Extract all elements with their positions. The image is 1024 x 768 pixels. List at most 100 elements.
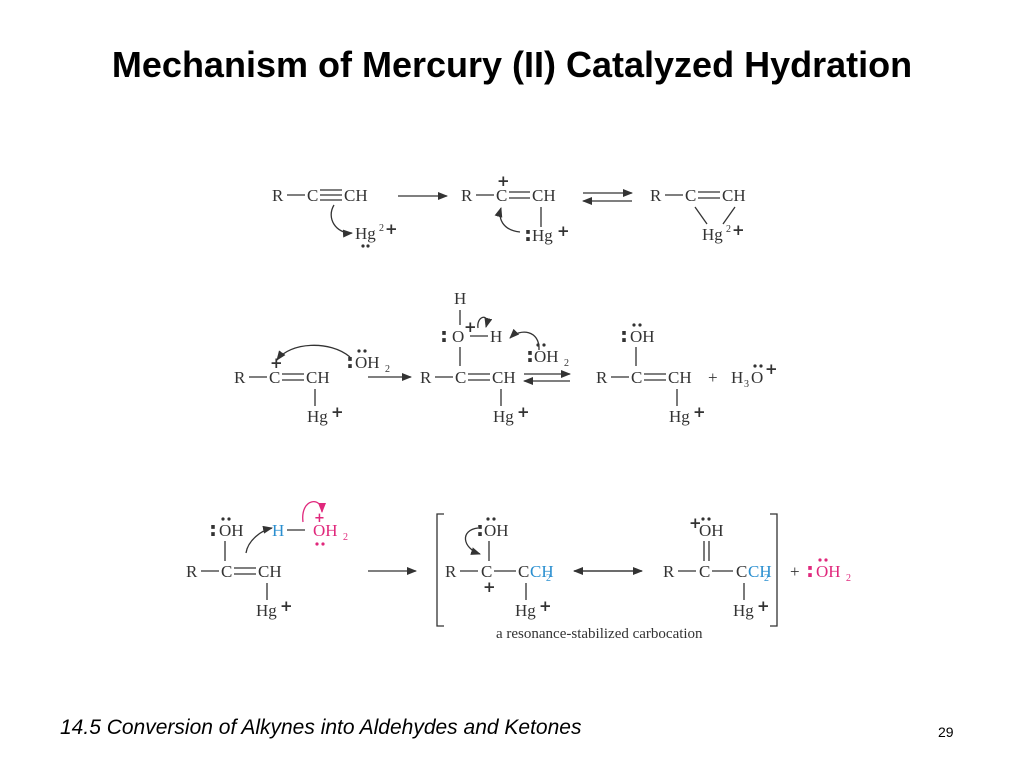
svg-text:R: R [420,368,432,387]
terminal-ch: CH [344,186,368,205]
svg-text::: : [620,323,628,347]
svg-text:+: + [280,597,293,615]
svg-text::: : [806,558,814,582]
vinyl-cation: R C + CH : Hg + [461,172,570,246]
svg-text::: : [209,517,217,541]
svg-text:CH: CH [748,562,772,581]
protonation-step: : OH H OH 2 + R C CH Hg + [186,501,348,620]
svg-text:H: H [454,289,466,308]
curved-arrow [245,525,273,554]
water-regenerated: OH [816,562,841,581]
svg-text::: : [346,349,354,373]
svg-text:+: + [557,222,570,240]
curved-arrow-pink [302,501,326,523]
water-base: OH [534,347,559,366]
svg-text:R: R [461,186,473,205]
svg-text::: : [476,517,484,541]
curved-arrow [509,328,540,351]
mercurinium-ion: R C CH Hg 2 + [650,186,746,244]
svg-text:Hg: Hg [669,407,690,426]
curved-arrow [464,527,481,555]
svg-text:2: 2 [343,532,348,543]
svg-text:Hg: Hg [702,225,723,244]
svg-text:Hg: Hg [532,226,553,245]
left-bracket [436,513,444,627]
svg-text:CH: CH [530,562,554,581]
svg-text:C: C [736,562,747,581]
svg-text:OH: OH [219,521,244,540]
enol-mercury: : OH R C CH Hg + + H 3 O + [596,323,778,426]
svg-text:Hg: Hg [515,601,536,620]
svg-text:C: C [699,562,710,581]
svg-text:O: O [751,368,763,387]
svg-text:2: 2 [385,364,390,375]
svg-text:2: 2 [726,224,731,235]
svg-text:+: + [539,597,552,615]
svg-text:+: + [757,597,770,615]
r-group: R [272,186,284,205]
carbon: C [307,186,318,205]
svg-text:C: C [221,562,232,581]
slide-footer: 14.5 Conversion of Alkynes into Aldehyde… [60,716,582,739]
svg-text:C: C [481,562,492,581]
water-attack: R C + CH Hg + : OH 2 [234,344,390,426]
oxonium-intermediate: H : O + H R C CH Hg + : OH 2 [420,289,569,426]
mercury-ion: Hg [355,224,376,243]
svg-text::: : [440,323,448,347]
svg-text:2: 2 [564,358,569,369]
svg-text::: : [526,343,534,367]
svg-text:C: C [496,186,507,205]
carbocation-charge: + [497,172,510,190]
svg-text:CH: CH [722,186,746,205]
svg-text:O: O [452,327,464,346]
svg-text:R: R [186,562,198,581]
svg-text:2: 2 [846,573,851,584]
hydronium: H [731,368,743,387]
resonance-form-oxocarbenium: + OH R C C CH 2 Hg + [663,514,772,620]
svg-text:CH: CH [668,368,692,387]
svg-text:Hg: Hg [493,407,514,426]
hydronium-pink: OH [313,521,338,540]
svg-text:C: C [685,186,696,205]
svg-text:+: + [790,562,800,581]
svg-text:+: + [517,403,530,421]
svg-text:R: R [234,368,246,387]
svg-text:+: + [483,578,496,596]
transferred-proton: H [272,521,284,540]
svg-text:+: + [314,511,325,526]
curved-arrow [477,316,493,329]
svg-text:CH: CH [492,368,516,387]
curved-arrow [330,204,353,238]
svg-text:R: R [445,562,457,581]
svg-text:R: R [650,186,662,205]
svg-text:CH: CH [306,368,330,387]
right-bracket [770,513,778,627]
svg-text:C: C [455,368,466,387]
svg-text:Hg: Hg [307,407,328,426]
svg-text:Hg: Hg [733,601,754,620]
svg-text:+: + [732,221,745,239]
svg-text:OH: OH [699,521,724,540]
svg-text:CH: CH [258,562,282,581]
svg-text:C: C [518,562,529,581]
svg-text:R: R [663,562,675,581]
page-number: 29 [938,724,954,740]
svg-text:+: + [331,403,344,421]
svg-text:+: + [708,368,718,387]
svg-text:R: R [596,368,608,387]
lone-pair: : [524,222,532,246]
svg-text:+: + [693,403,706,421]
svg-text:+: + [385,220,398,238]
svg-text:OH: OH [484,521,509,540]
svg-text:+: + [689,514,702,532]
svg-text:2: 2 [764,573,769,584]
step-1-alkyne-coordination: R C CH Hg 2 + [272,186,398,248]
svg-text:+: + [765,360,778,378]
curved-arrow [276,344,351,361]
resonance-caption: a resonance-stabilized carbocation [496,626,703,642]
svg-text:C: C [269,368,280,387]
svg-text:Hg: Hg [256,601,277,620]
resonance-form-carbocation: : OH R C + C CH 2 Hg + [445,517,554,620]
water: OH [355,353,380,372]
